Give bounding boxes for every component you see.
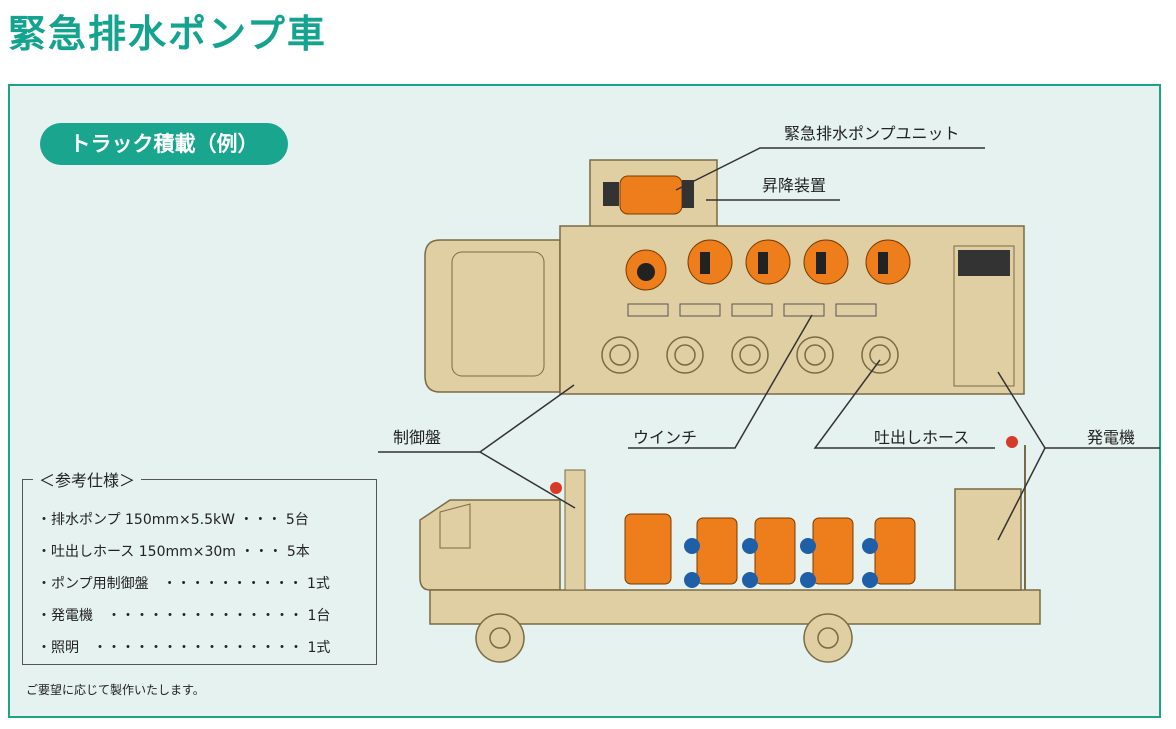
truck-side-view [419,436,1041,663]
callout-generator: 発電機 [1087,428,1136,447]
callout-pump-unit: 緊急排水ポンプユニット [784,124,960,143]
custom-order-note: ご要望に応じて製作いたします。 [26,683,205,697]
leader-lines [378,147,1160,541]
spec-list: ・排水ポンプ 150mm×5.5kW ・・・ 5台 ・吐出しホース 150mm×… [37,504,330,664]
truck-example-badge: トラック積載（例） [40,123,288,165]
callout-lift: 昇降装置 [762,176,827,195]
spec-item: ・発電機 ・・・・・・・・・・・・・・ 1台 [37,608,331,624]
spec-item: ・排水ポンプ 150mm×5.5kW ・・・ 5台 [37,512,309,528]
page-title: 緊急排水ポンプ車 [8,12,327,56]
spec-item: ・ポンプ用制御盤 ・・・・・・・・・・ 1式 [37,576,330,592]
callout-hose: 吐出しホース [874,428,970,447]
spec-box: ＜参考仕様＞ ・排水ポンプ 150mm×5.5kW ・・・ 5台 ・吐出しホース… [22,467,377,665]
spec-item: ・吐出しホース 150mm×30m ・・・ 5本 [37,544,310,560]
truck-top-view [424,159,1025,395]
spec-title: ＜参考仕様＞ [33,467,142,491]
callout-control-panel: 制御盤 [393,428,442,447]
callout-winch: ウインチ [633,428,698,447]
spec-item: ・照明 ・・・・・・・・・・・・・・・ 1式 [37,640,331,656]
